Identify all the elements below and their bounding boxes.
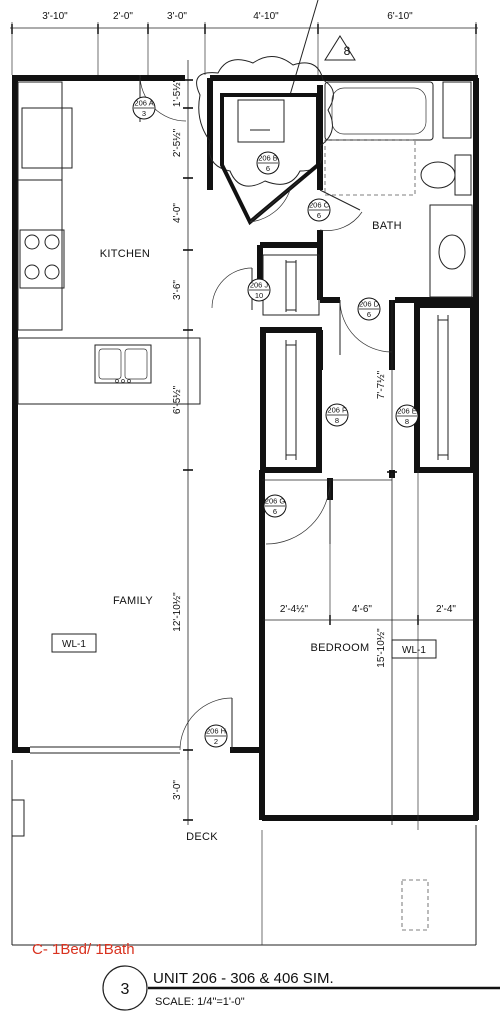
vdim-6: 12'-10½" <box>172 592 183 632</box>
vdim-3: 4'-0" <box>172 203 183 223</box>
vdim-7: 3'-0" <box>172 780 183 800</box>
door-tag-type: 6 <box>317 211 321 220</box>
top-dim-2: 2'-0" <box>113 11 133 22</box>
top-dim-4: 4'-10" <box>253 11 279 22</box>
drawing-title: UNIT 206 - 306 & 406 SIM. <box>153 970 334 987</box>
door-tag: 206 F8 <box>325 403 349 427</box>
door-tag-number: 206 A <box>134 99 153 108</box>
room-label-kitchen: KITCHEN <box>100 248 150 260</box>
vdim-1: 1'-5½" <box>172 78 183 107</box>
door-tag-type: 2 <box>214 737 218 746</box>
door-tag: 206 G6 <box>263 494 287 518</box>
drawing-number-circle <box>102 965 148 1011</box>
door-tag-number: 206 E <box>397 407 417 416</box>
bedroom-closet-left <box>285 340 297 460</box>
range-icon <box>19 229 65 289</box>
door-tag: 206 C6 <box>307 198 331 222</box>
door-tag-number: 206 C <box>309 201 330 210</box>
top-dim-3: 3'-0" <box>167 11 187 22</box>
door-tag-type: 6 <box>367 310 371 319</box>
top-dimension-string: 3'-10" 2'-0" 3'-0" 4'-10" 6'-10" 8 <box>10 0 478 96</box>
vdim-9: 15'-10½" <box>376 628 387 668</box>
door-tag-type: 8 <box>335 416 339 425</box>
door-tag: 206 E8 <box>395 404 419 428</box>
drawing-number: 3 <box>121 981 130 998</box>
title-block: C- 1Bed/ 1Bath 3 UNIT 206 - 306 & 406 SI… <box>32 941 500 1011</box>
vanity-icon <box>429 204 473 298</box>
triangle-marker-icon <box>324 35 356 61</box>
kitchen-area: KITCHEN <box>17 74 201 405</box>
room-label-family: FAMILY <box>113 595 153 607</box>
door-tag-type: 10 <box>255 291 263 300</box>
room-label-bedroom: BEDROOM <box>311 642 370 654</box>
room-label-deck: DECK <box>186 831 218 843</box>
wall-label-bedroom: WL-1 <box>391 639 437 659</box>
vdim-4: 3'-6" <box>172 280 183 300</box>
deck-area <box>11 760 477 946</box>
door-tag-type: 6 <box>273 507 277 516</box>
room-label-bath: BATH <box>372 220 402 232</box>
vdim-8: 7'-7½" <box>376 370 387 399</box>
door-tag-number: 206 J <box>250 281 269 290</box>
top-dim-5: 6'-10" <box>387 11 413 22</box>
door-tag-type: 8 <box>405 417 409 426</box>
svg-text:WL-1: WL-1 <box>402 645 426 656</box>
door-tag: 206 B6 <box>256 151 280 175</box>
bedroom-dim-1: 2'-4½" <box>280 604 309 615</box>
wall-label-family: WL-1 <box>51 633 97 653</box>
door-tag: 206 H2 <box>204 724 228 748</box>
triangle-marker-number: 8 <box>344 44 351 58</box>
door-tag: 206 D6 <box>357 297 381 321</box>
door-tag-number: 206 H <box>206 727 226 736</box>
toilet-icon <box>454 154 472 196</box>
vdim-2: 2'-5½" <box>172 128 183 157</box>
sink-icon <box>94 344 152 384</box>
door-tag-number: 206 F <box>327 406 347 415</box>
bathroom-fixtures: BATH <box>319 81 473 298</box>
closet-clouded <box>196 56 334 226</box>
unit-type-label: C- 1Bed/ 1Bath <box>32 941 135 958</box>
exterior-walls <box>12 75 479 821</box>
bedroom-dim-2: 4'-6" <box>352 604 372 615</box>
door-tag-type: 6 <box>266 164 270 173</box>
kitchen-peninsula <box>17 337 201 405</box>
drawing-scale: SCALE: 1/4"=1'-0" <box>155 996 245 1008</box>
top-dim-1: 3'-10" <box>42 11 68 22</box>
door-tag: 206 A3 <box>132 96 156 120</box>
door-tag-type: 3 <box>142 109 146 118</box>
door-tag-number: 206 B <box>258 154 278 163</box>
door-tag-number: 206 D <box>359 300 380 309</box>
bedroom-closet-right <box>437 315 449 460</box>
door-tag-number: 206 G <box>265 497 286 506</box>
bedroom-dim-3: 2'-4" <box>436 604 456 615</box>
interior-dimension-lines <box>183 60 477 830</box>
door-tag: 206 J10 <box>247 278 271 302</box>
vdim-5: 6'-5½" <box>172 385 183 414</box>
svg-text:WL-1: WL-1 <box>62 639 86 650</box>
bathtub-icon <box>324 81 434 141</box>
